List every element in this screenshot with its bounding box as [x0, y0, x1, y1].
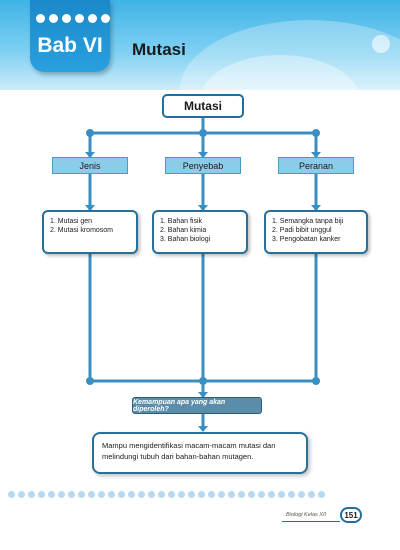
list-item: 2. Mutasi kromosom [50, 227, 114, 234]
list-jenis: 1. Mutasi gen 2. Mutasi kromosom [42, 210, 138, 254]
category-jenis: Jenis [52, 157, 128, 174]
list-item: 1. Bahan fisik [160, 218, 203, 225]
list-item: 2. Padi bibit unggul [272, 227, 332, 234]
chapter-label: Bab VI [37, 34, 103, 57]
page-number: 151 [340, 507, 362, 523]
list-item: 1. Semangka tanpa biji [272, 218, 344, 225]
book-title: Biologi Kelas XII [286, 512, 327, 518]
footer-divider [282, 521, 340, 522]
list-item: 1. Mutasi gen [50, 218, 93, 225]
answer-box: Mampu mengidentifikasi macam-macam mutas… [92, 432, 308, 474]
chapter-dots [36, 14, 110, 23]
list-peranan: 1. Semangka tanpa biji 2. Padi bibit ung… [264, 210, 368, 254]
category-penyebab: Penyebab [165, 157, 241, 174]
decorative-dots [8, 491, 325, 498]
chapter-title: Mutasi [132, 40, 186, 59]
decorative-bubble [372, 35, 390, 53]
list-item: 2. Bahan kimia [160, 227, 207, 234]
category-peranan: Peranan [278, 157, 354, 174]
list-item: 3. Bahan biologi [160, 236, 211, 243]
question-banner: Kemampuan apa yang akan diperoleh? [132, 397, 262, 414]
list-item: 3. Pengobatan kanker [272, 236, 341, 243]
chapter-tab [30, 0, 110, 72]
root-node: Mutasi [162, 94, 244, 118]
list-penyebab: 1. Bahan fisik 2. Bahan kimia 3. Bahan b… [152, 210, 248, 254]
